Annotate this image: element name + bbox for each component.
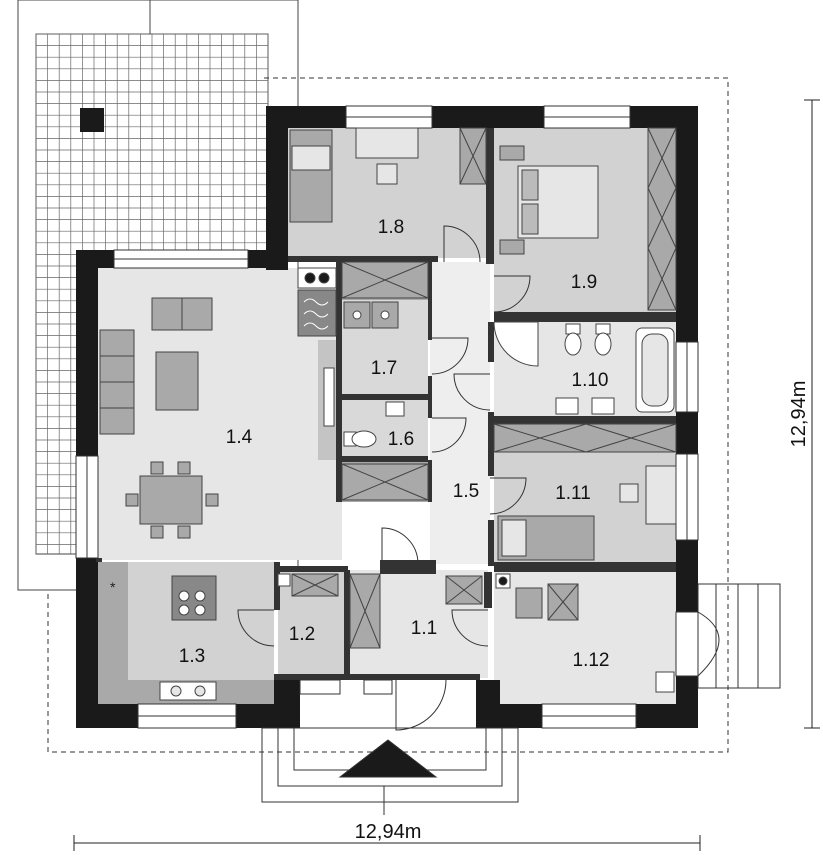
- side-steps: [697, 583, 781, 689]
- room-label-1-5: 1.5: [453, 481, 479, 502]
- room-label-1-2: 1.2: [289, 624, 315, 645]
- dining-table: [139, 475, 203, 525]
- washbasin-1-6: [385, 401, 405, 417]
- chair: [376, 163, 398, 185]
- washbasin-1-10-a: [555, 397, 579, 415]
- entry-furniture: [277, 573, 483, 649]
- room-label-1-7: 1.7: [371, 358, 397, 379]
- room-label-1-4: 1.4: [226, 427, 253, 448]
- room-label-1-8: 1.8: [378, 217, 404, 238]
- room-label-1-11: 1.11: [555, 483, 591, 504]
- desk: [355, 127, 419, 159]
- room-label-1-1: 1.1: [411, 618, 437, 639]
- washbasin-1-12: [655, 671, 675, 693]
- fireplace: [297, 267, 337, 289]
- kitchen-island: [171, 575, 217, 621]
- kitchen-furniture: [159, 575, 217, 701]
- dimension-lines: [73, 99, 820, 851]
- room-label-1-6: 1.6: [388, 429, 414, 450]
- room-1-12-furniture: [495, 573, 675, 693]
- bathroom-1-10-furniture: [493, 321, 675, 415]
- desk-1-11: [645, 465, 677, 525]
- entrance-arrow: [338, 739, 438, 778]
- terrace-post: [80, 108, 104, 132]
- toilet-1-6: [351, 430, 377, 448]
- bidet: [594, 332, 612, 356]
- room-label-1-3: 1.3: [179, 646, 205, 667]
- wardrobe-1-11: [493, 423, 677, 453]
- kitchen-sink: [159, 681, 217, 701]
- width-dimension-label: 12,94m: [355, 821, 422, 843]
- interior-walls: [96, 128, 676, 680]
- doors: [237, 225, 531, 731]
- coffee-table: [155, 351, 199, 411]
- roof-outline: [47, 77, 729, 753]
- boiler: [515, 587, 543, 619]
- bedroom-1-9-furniture: [499, 127, 677, 311]
- chair-1-11: [619, 483, 639, 503]
- single-bed: [289, 129, 333, 223]
- bedroom-1-8-furniture: [289, 127, 487, 223]
- living-1-4-furniture: [99, 267, 337, 539]
- toilet-1-10: [564, 332, 582, 356]
- bedroom-1-11-furniture: [493, 423, 677, 561]
- height-dimension-label: 12,94m: [788, 381, 810, 448]
- shower: [493, 321, 539, 367]
- room-label-1-12: 1.12: [573, 650, 610, 671]
- fridge-marker: *: [110, 579, 116, 595]
- room-labels: 1.8 1.9 1.7 1.10 1.4 1.6 1.5 1.11 1.1 1.…: [179, 217, 610, 671]
- utility-furniture: [341, 261, 429, 501]
- entrance-porch: [261, 727, 519, 815]
- stove-flue: [297, 289, 337, 337]
- room-label-1-9: 1.9: [571, 272, 597, 293]
- washbasin-1-10-b: [591, 397, 615, 415]
- walls: [76, 106, 698, 728]
- windows: [75, 105, 699, 729]
- room-label-1-10: 1.10: [572, 370, 609, 391]
